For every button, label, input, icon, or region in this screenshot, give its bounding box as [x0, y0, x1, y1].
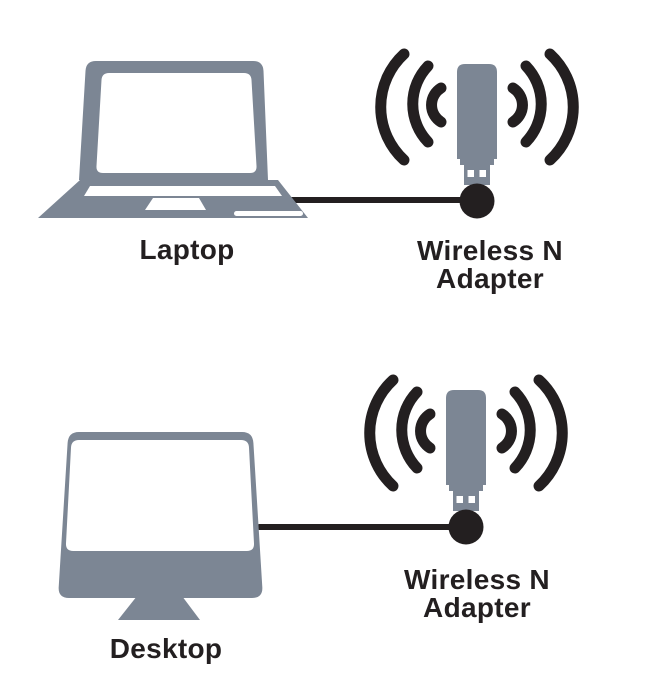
usb-adapter-step: [449, 485, 483, 491]
connection-line-laptop-adapter: [290, 197, 477, 203]
monitor-stand: [118, 596, 200, 620]
cable-plug-dot: [448, 509, 484, 545]
signal-waves-right-icon: [496, 374, 568, 492]
laptop-icon: [38, 61, 308, 218]
usb-adapter-body: [446, 390, 486, 485]
usb-connector: [453, 489, 479, 511]
laptop-keyboard-band: [84, 186, 282, 196]
signal-waves-right-icon: [507, 48, 579, 166]
signal-waves-left-icon: [364, 374, 436, 492]
device-label-laptop: Laptop: [139, 234, 235, 265]
wireless-adapter-icon-top: [375, 48, 579, 219]
connection-line-desktop-adapter: [258, 524, 467, 530]
signal-waves-left-icon: [375, 48, 447, 166]
usb-connector: [464, 163, 490, 185]
usb-adapter-step: [460, 159, 494, 165]
laptop-screen: [96, 73, 257, 173]
laptop-trackpad-notch: [145, 198, 206, 210]
laptop-base-slot: [234, 211, 303, 216]
monitor-screen: [65, 440, 255, 551]
usb-connector-pin-left: [467, 170, 474, 177]
usb-adapter-body: [457, 64, 497, 159]
cable-plug-dot: [459, 183, 495, 219]
wireless-adapter-icon-bottom: [364, 374, 568, 545]
adapter-label-bottom: Wireless N Adapter: [404, 564, 550, 623]
adapter-label-top: Wireless N Adapter: [417, 235, 563, 294]
device-label-desktop: Desktop: [109, 633, 223, 664]
usb-connector-pin-left: [456, 496, 463, 503]
usb-connector-pin-right: [479, 170, 486, 177]
usb-connector-pin-right: [468, 496, 475, 503]
desktop-icon: [58, 432, 263, 620]
